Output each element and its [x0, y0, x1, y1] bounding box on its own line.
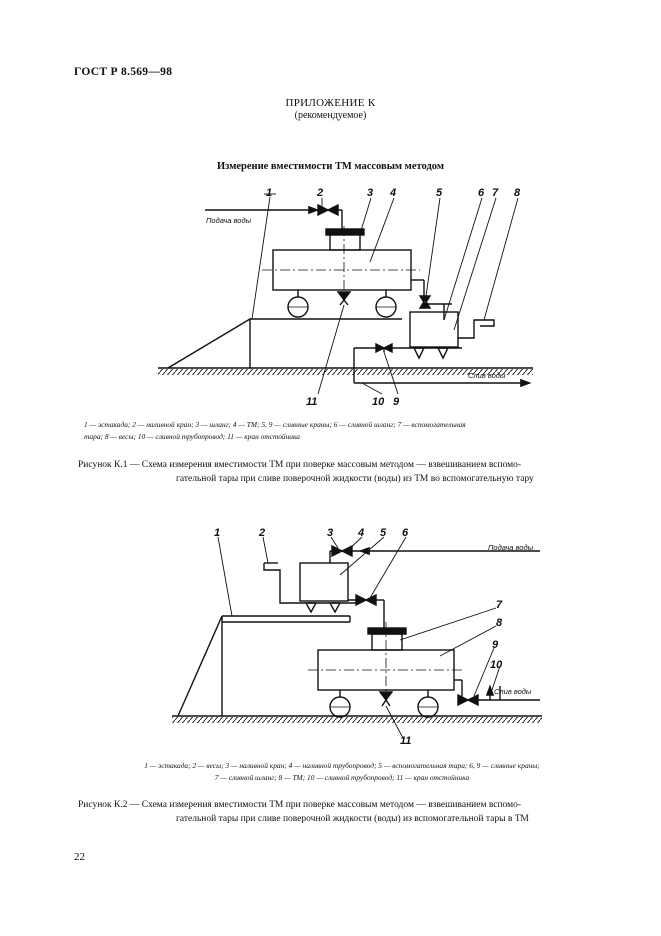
figure-1-legend-line-2: тара; 8 — весы; 10 — сливной трубопровод… [84, 432, 300, 441]
fig2-label-9: 9 [492, 639, 499, 651]
fig2-label-10: 10 [490, 659, 503, 671]
fig2-label-3: 3 [327, 527, 333, 539]
document-header: ГОСТ Р 8.569—98 [74, 66, 173, 78]
fig1-label-11: 11 [306, 396, 317, 408]
figure-2-caption-line-1: Рисунок К.2 — Схема измерения вместимост… [78, 800, 522, 810]
fig1-flow-out: Слив воды [468, 371, 506, 380]
fig1-label-8: 8 [514, 187, 521, 199]
figure-1-legend-line-1: 1 — эстакада; 2 — наливной кран; 3 — шла… [84, 420, 466, 429]
fig1-label-9: 9 [393, 396, 400, 408]
fig1-label-2: 2 [316, 187, 323, 199]
fig2-flow-out: Слив воды [494, 687, 532, 696]
figure-2-legend: 1 — эстакада; 2 — весы; 3 — наливной кра… [82, 760, 602, 784]
fig1-label-1: 1 [266, 187, 272, 199]
fig1-label-3: 3 [367, 187, 373, 199]
appendix-note: (рекомендуемое) [294, 110, 367, 121]
fig1-label-4: 4 [389, 187, 396, 199]
fig2-label-8: 8 [496, 617, 503, 629]
fig1-label-10: 10 [372, 396, 385, 408]
fig1-flow-in: Подача воды [206, 216, 252, 225]
fig2-flow-in: Подача воды [488, 543, 534, 552]
page-number: 22 [74, 851, 85, 863]
fig1-label-5: 5 [436, 187, 443, 199]
section-title: Измерение вместимости ТМ массовым методо… [217, 161, 444, 172]
fig2-label-4: 4 [357, 527, 364, 539]
fig1-label-7: 7 [492, 187, 499, 199]
fig2-label-6: 6 [402, 527, 409, 539]
figure-1-caption: Рисунок К.1 — Схема измерения вместимост… [78, 458, 598, 486]
figure-2-legend-line-1: 1 — эстакада; 2 — весы; 3 — наливной кра… [144, 761, 540, 770]
fig1-label-6: 6 [478, 187, 485, 199]
fig2-label-5: 5 [380, 527, 387, 539]
figure-1-legend: 1 — эстакада; 2 — наливной кран; 3 — шла… [84, 419, 590, 443]
appendix-title: ПРИЛОЖЕНИЕ К [285, 97, 376, 109]
figure-1-caption-line-2: гательной тары при сливе поверочной жидк… [176, 474, 534, 484]
figure-2-legend-line-2: 7 — сливной шланг; 8 — ТМ; 10 — сливной … [214, 773, 470, 782]
figure-2-caption: Рисунок К.2 — Схема измерения вместимост… [78, 798, 598, 826]
fig2-label-2: 2 [258, 527, 265, 539]
fig2-label-7: 7 [496, 599, 503, 611]
figure-2-caption-line-2: гательной тары при сливе поверочной жидк… [176, 814, 529, 824]
fig2-label-11: 11 [400, 735, 411, 747]
figure-1-caption-line-1: Рисунок К.1 — Схема измерения вместимост… [78, 460, 522, 470]
fig2-label-1: 1 [214, 527, 220, 539]
